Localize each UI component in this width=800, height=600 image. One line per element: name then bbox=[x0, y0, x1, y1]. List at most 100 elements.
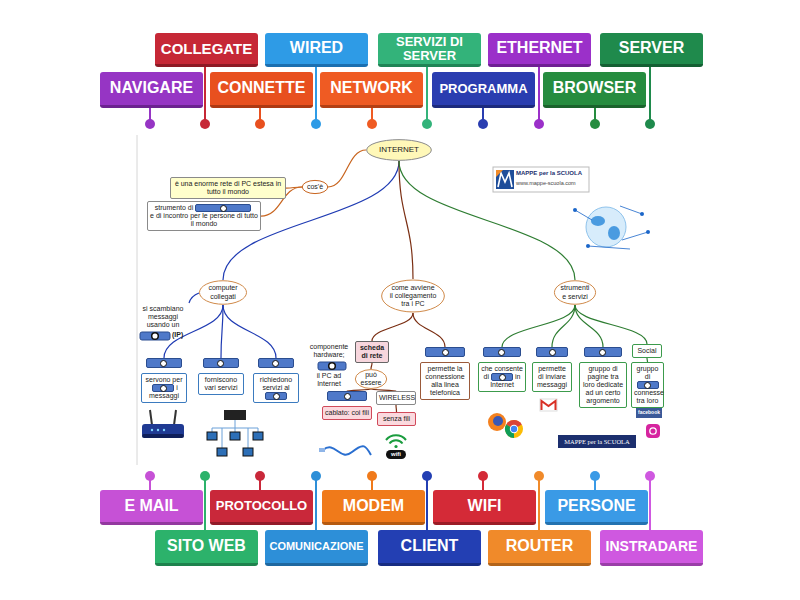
computer bbox=[230, 432, 240, 440]
oval-text: computer collegati bbox=[205, 284, 241, 300]
pin-line bbox=[426, 476, 428, 530]
logo-mark bbox=[498, 173, 512, 187]
node-text: computer collegati bbox=[208, 284, 237, 299]
cable bbox=[323, 446, 371, 455]
answer-slot bbox=[425, 347, 465, 357]
answer-tile: MODEM bbox=[322, 490, 425, 525]
plug bbox=[319, 448, 325, 452]
pin-line bbox=[426, 67, 428, 124]
browser-icons bbox=[488, 413, 523, 438]
branch-line bbox=[399, 161, 575, 280]
pin-dot bbox=[645, 119, 655, 129]
branch-line bbox=[413, 313, 445, 347]
node-text: gruppo di bbox=[637, 365, 659, 380]
pin-line bbox=[315, 476, 317, 530]
pin-dot bbox=[590, 471, 600, 481]
logo-icon bbox=[493, 167, 589, 192]
node-text: SITO WEB bbox=[167, 538, 246, 555]
node-text: è una enorme rete di PC estesa in tutto … bbox=[175, 180, 281, 195]
node-text: PERSONE bbox=[557, 498, 635, 515]
oval-outline bbox=[355, 370, 386, 389]
node-text: forniscono vari servizi bbox=[204, 376, 237, 391]
concept-box: permette di inviare messaggi bbox=[532, 347, 572, 392]
concept-box: WIRELESS bbox=[376, 391, 416, 405]
answer-tile: COLLEGATE bbox=[155, 33, 258, 67]
pin-dot bbox=[367, 471, 377, 481]
answer-tile: WIRED bbox=[265, 33, 368, 67]
node-text: può essere bbox=[360, 371, 381, 386]
concept-oval: computer collegati bbox=[199, 280, 247, 305]
slot-pin bbox=[217, 360, 224, 367]
network-dot bbox=[573, 208, 577, 212]
pin-dot bbox=[255, 471, 265, 481]
oval-outline bbox=[199, 281, 246, 305]
node-text: ETHERNET bbox=[496, 40, 582, 57]
browser-icon bbox=[488, 413, 506, 431]
concept-box: permette la connessione alla linea telef… bbox=[420, 347, 470, 400]
node-text: connesse tra loro bbox=[634, 389, 664, 404]
answer-tile: ROUTER bbox=[488, 530, 591, 566]
answer-tile: BROWSER bbox=[543, 72, 646, 108]
node-text: scheda di rete bbox=[360, 344, 384, 359]
node-text: COLLEGATE bbox=[161, 41, 252, 57]
pin-dot bbox=[422, 119, 432, 129]
node-text: gruppo di pagine tra loro dedicate ad un… bbox=[583, 365, 623, 404]
concept-box: cablato: coi fili bbox=[322, 391, 372, 420]
pin-dot bbox=[534, 471, 544, 481]
logo-corner bbox=[496, 170, 503, 177]
node-text: WIFI bbox=[468, 498, 502, 515]
continent bbox=[591, 216, 605, 226]
map-border bbox=[137, 135, 138, 465]
slot-pin bbox=[273, 393, 280, 400]
network-dot bbox=[646, 230, 650, 234]
browser-icon bbox=[505, 420, 523, 438]
pin-dot bbox=[367, 119, 377, 129]
slot-pin bbox=[220, 205, 227, 212]
oval-outline bbox=[367, 140, 432, 161]
router-light bbox=[157, 429, 159, 431]
concept-box: Social bbox=[632, 344, 662, 358]
wifi-dot bbox=[394, 445, 397, 448]
node-text: PROTOCOLLO bbox=[216, 499, 307, 513]
concept-oval: INTERNET bbox=[366, 139, 432, 161]
node-text: MODEM bbox=[343, 498, 404, 515]
box-body: cablato: coi fili bbox=[322, 406, 372, 420]
node-text: CLIENT bbox=[401, 538, 459, 555]
node-text: permette di inviare messaggi bbox=[537, 365, 567, 388]
answer-slot bbox=[258, 358, 295, 368]
pin-dot bbox=[478, 119, 488, 129]
node-text: e di incontro per le persone di tutto il… bbox=[150, 212, 258, 228]
pin-dot bbox=[145, 471, 155, 481]
node-text: SERVER bbox=[619, 40, 685, 57]
box-body: WIRELESS bbox=[376, 391, 416, 405]
node-text: ROUTER bbox=[506, 538, 574, 555]
router-light bbox=[151, 429, 153, 431]
pin-dot bbox=[311, 471, 321, 481]
branch-line bbox=[164, 305, 223, 358]
concept-box: senza fili bbox=[377, 412, 416, 426]
pin-dot bbox=[311, 119, 321, 129]
concept-box: è una enorme rete di PC estesa in tutto … bbox=[170, 177, 286, 199]
branch-line bbox=[328, 150, 366, 187]
branch-line bbox=[575, 305, 647, 344]
node-text: BROWSER bbox=[553, 80, 637, 97]
branch-line bbox=[395, 405, 397, 412]
pin-dot bbox=[255, 119, 265, 129]
node-text: NETWORK bbox=[330, 80, 413, 97]
envelope bbox=[540, 399, 557, 411]
answer-slot bbox=[318, 362, 346, 370]
node-text: strumento di bbox=[155, 204, 194, 211]
concept-oval: cos'è bbox=[302, 180, 328, 194]
concept-oval: strumenti e servizi bbox=[554, 280, 596, 305]
cable-icon bbox=[319, 446, 371, 455]
branch-line bbox=[502, 305, 575, 347]
node-text: strumenti e servizi bbox=[561, 284, 590, 299]
node-text: SERVIZI DI SERVER bbox=[382, 35, 477, 62]
concept-box: servono peri messaggi bbox=[141, 358, 187, 403]
pin-line bbox=[649, 476, 651, 530]
box-body: gruppo di connesse tra loro bbox=[631, 362, 664, 408]
oval-text: può essere bbox=[358, 371, 384, 387]
node-text: cos'è bbox=[307, 183, 323, 190]
node-text: permette la connessione alla linea telef… bbox=[425, 365, 464, 396]
oval-outline bbox=[554, 281, 595, 305]
